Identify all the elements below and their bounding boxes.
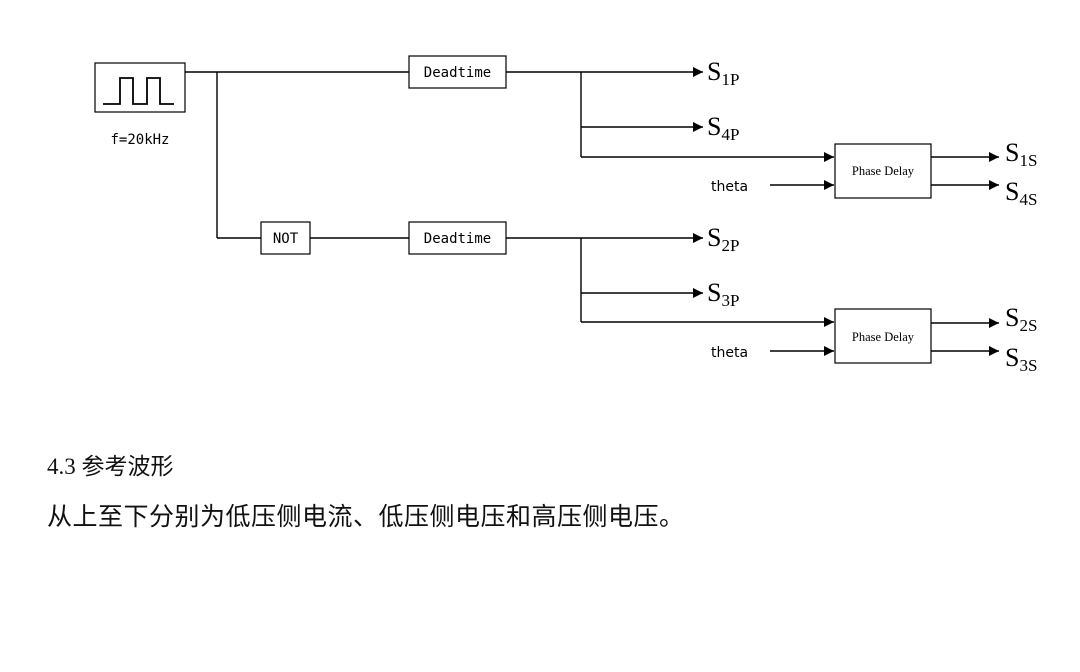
square-wave-icon	[103, 77, 174, 105]
section-description: 从上至下分别为低压侧电流、低压侧电压和高压侧电压。	[47, 504, 685, 531]
pwm-generation-diagram: f=20kHz Deadtime NOT Deadtime	[94, 55, 1037, 375]
output-s1s: S1S	[1005, 138, 1037, 170]
phase-delay-block-top: Phase Delay	[834, 143, 932, 199]
output-s3p: S3P	[707, 278, 739, 310]
svg-text:NOT: NOT	[273, 231, 299, 247]
square-wave-source: f=20kHz	[94, 62, 186, 148]
source-frequency-label: f=20kHz	[110, 132, 169, 148]
phase-delay-block-bottom: Phase Delay	[834, 308, 932, 364]
section-heading: 4.3 参考波形	[47, 454, 174, 479]
theta-input-bottom: theta	[711, 345, 748, 361]
output-s4s: S4S	[1005, 177, 1037, 209]
output-s2s: S2S	[1005, 303, 1037, 335]
svg-text:Phase Delay: Phase Delay	[852, 164, 915, 178]
deadtime-block-top: Deadtime	[408, 55, 507, 89]
theta-input-top: theta	[711, 179, 748, 195]
output-s4p: S4P	[707, 112, 739, 144]
not-gate-block: NOT	[260, 221, 311, 255]
wiring	[185, 67, 999, 356]
output-s1p: S1P	[707, 57, 739, 89]
output-s3s: S3S	[1005, 343, 1037, 375]
svg-text:Deadtime: Deadtime	[424, 231, 491, 247]
output-s2p: S2P	[707, 223, 739, 255]
svg-text:Phase Delay: Phase Delay	[852, 330, 915, 344]
deadtime-block-bottom: Deadtime	[408, 221, 507, 255]
svg-text:Deadtime: Deadtime	[424, 65, 491, 81]
